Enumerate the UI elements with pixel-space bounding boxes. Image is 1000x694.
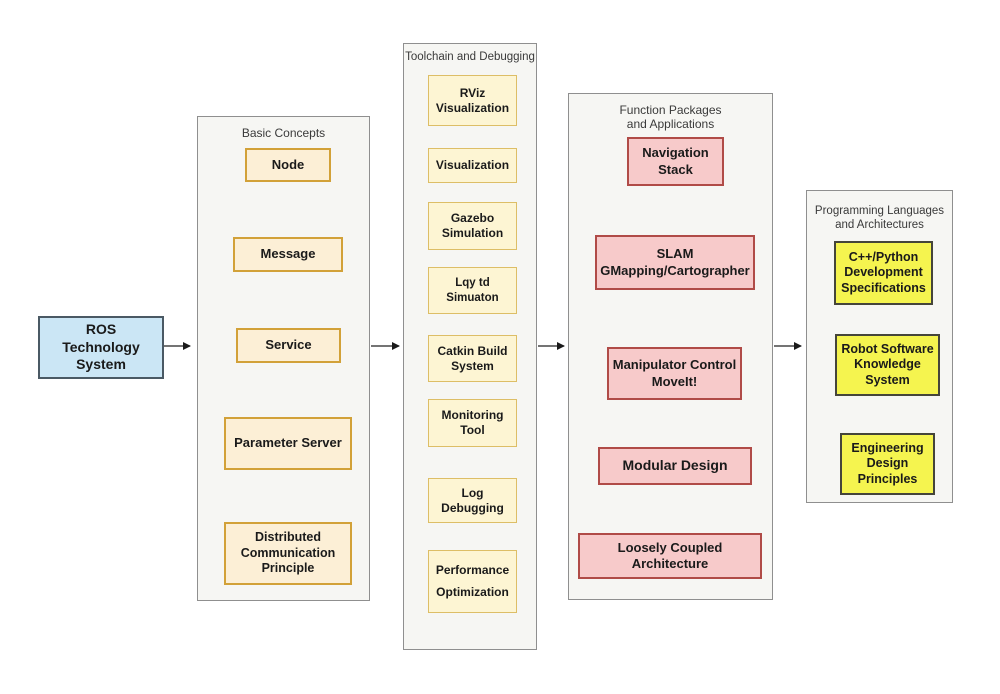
node-catkin-build-system: Catkin Build System (428, 335, 517, 382)
node-node: Node (245, 148, 331, 182)
node-parameter-server: Parameter Server (224, 417, 352, 470)
node-engineering-design-principles: Engineering Design Principles (840, 433, 935, 495)
node-gazebo-simulation: Gazebo Simulation (428, 202, 517, 250)
node-cpp-python-development-specifications: C++/Python Development Specifications (834, 241, 933, 305)
node-slam-gmapping-cartographer: SLAM GMapping/Cartographer (595, 235, 755, 290)
node-modular-design: Modular Design (598, 447, 752, 485)
node-loosely-coupled-architecture: Loosely Coupled Architecture (578, 533, 762, 579)
panel-toolchain-title: Toolchain and Debugging (405, 51, 535, 63)
node-rviz-visualization: RViz Visualization (428, 75, 517, 126)
node-performance-optimization: Performance Optimization (428, 550, 517, 613)
node-message: Message (233, 237, 343, 272)
node-garbled-simulation: Lqy td Simuaton (428, 267, 517, 314)
node-robot-software-knowledge-system: Robot Software Knowledge System (835, 334, 940, 396)
panel-programming-languages-title: Programming Languages and Architectures (814, 205, 945, 231)
node-monitoring-tool: Monitoring Tool (428, 399, 517, 447)
node-log-debugging: Log Debugging (428, 478, 517, 523)
node-distributed-communication-principle: Distributed Communication Principle (224, 522, 352, 585)
panel-function-packages-title: Function Packages and Applications (619, 103, 722, 132)
node-service: Service (236, 328, 341, 363)
node-visualization: Visualization (428, 148, 517, 183)
panel-basic-concepts-title: Basic Concepts (241, 126, 326, 140)
node-manipulator-control-moveit: Manipulator Control MoveIt! (607, 347, 742, 400)
node-ros-technology-system: ROS Technology System (38, 316, 164, 379)
node-navigation-stack: Navigation Stack (627, 137, 724, 186)
